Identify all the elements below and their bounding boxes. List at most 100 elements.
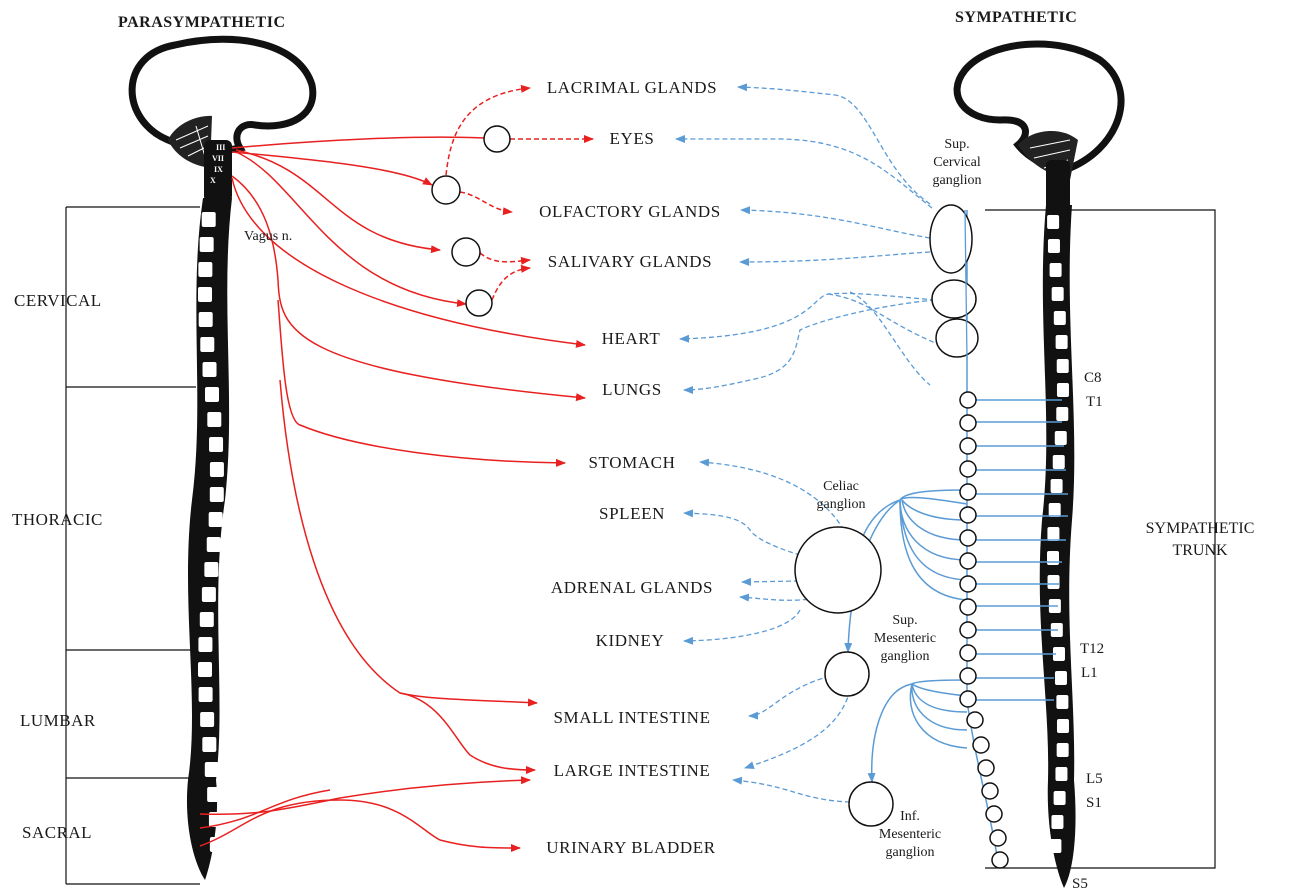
vertebra-segment [1051, 815, 1063, 829]
vertebra-segment [1055, 671, 1067, 685]
sup-mesenteric-ganglion [825, 652, 869, 696]
organ-small-intestine: SMALL INTESTINE [553, 708, 710, 728]
vertebra-segment [1056, 335, 1068, 349]
cranial-nerve-vii: VII [212, 153, 224, 164]
segment-l1: L1 [1081, 665, 1098, 682]
vagus-nerve-label: Vagus n. [244, 229, 292, 245]
chain-ganglion [960, 622, 976, 638]
ganglion-label-line: Cervical [933, 154, 982, 172]
vertebra-segment [1057, 719, 1069, 733]
chain-ganglion [973, 737, 989, 753]
vertebra-segment [1050, 263, 1062, 277]
chain-ganglion [960, 553, 976, 569]
vertebra-segment [202, 737, 216, 752]
chain-ganglion [982, 783, 998, 799]
chain-ganglion [960, 507, 976, 523]
sup-mesenteric-ganglion-label: Sup. Mesenteric ganglion [874, 612, 936, 666]
vertebra-segment [1054, 791, 1066, 805]
chain-ganglion [978, 760, 994, 776]
cranial-nerve-iii: III [216, 142, 225, 153]
vertebra-segment [210, 462, 224, 477]
sympathetic-brain [957, 44, 1121, 210]
trunk-label-line: SYMPATHETIC [1146, 518, 1255, 540]
inf-mesenteric-ganglion-label: Inf. Mesenteric ganglion [879, 808, 941, 862]
organ-heart: HEART [602, 329, 661, 349]
vertebra-segment [1052, 287, 1064, 301]
sympathetic-trunk-label: SYMPATHETIC TRUNK [1146, 518, 1255, 562]
vertebra-segment [1054, 311, 1066, 325]
organ-olfactory-glands: OLFACTORY GLANDS [539, 202, 721, 222]
ganglion-label-line: Celiac [817, 478, 866, 496]
parasympathetic-brain [132, 39, 313, 202]
vertebra-segment [202, 212, 216, 227]
ganglion-label-line: Inf. [879, 808, 941, 826]
organ-stomach: STOMACH [588, 453, 675, 473]
cranial-nerve-ix: IX [214, 164, 223, 175]
vertebra-segment [207, 787, 221, 802]
inf-cervical-ganglion [936, 319, 978, 357]
vertebra-segment [207, 412, 221, 427]
region-cervical: CERVICAL [14, 291, 102, 311]
vertebra-segment [200, 237, 214, 252]
vertebra-segment [1056, 695, 1068, 709]
vertebra-segment [1049, 503, 1061, 517]
vertebra-segment [1055, 431, 1067, 445]
chain-ganglion [960, 484, 976, 500]
vertebra-segment [1055, 767, 1067, 781]
vertebra-segment [1056, 407, 1068, 421]
vertebra-segment [202, 587, 216, 602]
vertebra-segment [204, 562, 218, 577]
celiac-ganglion-label: Celiac ganglion [817, 478, 866, 514]
vertebra-segment [203, 362, 217, 377]
chain-ganglion [992, 852, 1008, 868]
segment-s5: S5 [1072, 876, 1088, 893]
region-lumbar: LUMBAR [20, 711, 96, 731]
chain-ganglion [960, 668, 976, 684]
chain-ganglion [960, 645, 976, 661]
organ-lacrimal-glands: LACRIMAL GLANDS [547, 78, 717, 98]
vertebra-segment [1049, 839, 1061, 853]
middle-cervical-ganglion [932, 280, 976, 318]
vertebra-segment [200, 612, 214, 627]
vertebra-segment [1047, 527, 1059, 541]
vertebra-segment [205, 762, 219, 777]
ganglion-label-line: Sup. [933, 136, 982, 154]
vertebra-segment [198, 262, 212, 277]
trunk-label-line: TRUNK [1146, 540, 1255, 562]
segment-l5: L5 [1086, 771, 1103, 788]
ganglion-label-line: ganglion [817, 496, 866, 514]
organ-spleen: SPLEEN [599, 504, 665, 524]
chain-ganglion [960, 415, 976, 431]
vertebra-segment [207, 537, 221, 552]
sympathetic-spinal-cord [1040, 205, 1076, 888]
vertebra-segment [1047, 215, 1059, 229]
chain-ganglion [960, 576, 976, 592]
sympathetic-rami [848, 400, 1068, 782]
chain-ganglion [960, 461, 976, 477]
vertebra-segment [199, 312, 213, 327]
vertebra-segment [198, 287, 212, 302]
vertebra-segment [1051, 479, 1063, 493]
parasympathetic-title: PARASYMPATHETIC [118, 14, 286, 32]
vertebra-segment [209, 512, 223, 527]
vertebra-segment [1057, 359, 1069, 373]
organ-large-intestine: LARGE INTESTINE [554, 761, 711, 781]
ganglion-label-line: ganglion [879, 844, 941, 862]
ganglion-label-line: ganglion [933, 172, 982, 190]
organ-kidney: KIDNEY [596, 631, 665, 651]
celiac-ganglion [795, 527, 881, 613]
sympathetic-dashed-pathways [676, 87, 940, 802]
chain-ganglion [960, 530, 976, 546]
vertebra-segment [209, 437, 223, 452]
sympathetic-title: SYMPATHETIC [955, 9, 1077, 27]
vertebra-segment [1047, 551, 1059, 565]
vertebra-segment [200, 337, 214, 352]
organ-adrenal-glands: ADRENAL GLANDS [551, 578, 713, 598]
organ-lungs: LUNGS [602, 380, 662, 400]
chain-ganglion [960, 438, 976, 454]
region-thoracic: THORACIC [12, 510, 103, 530]
segment-t1: T1 [1086, 394, 1103, 411]
vertebra-segment [1057, 743, 1069, 757]
vertebra-segment [1057, 383, 1069, 397]
vertebra-segment [210, 487, 224, 502]
